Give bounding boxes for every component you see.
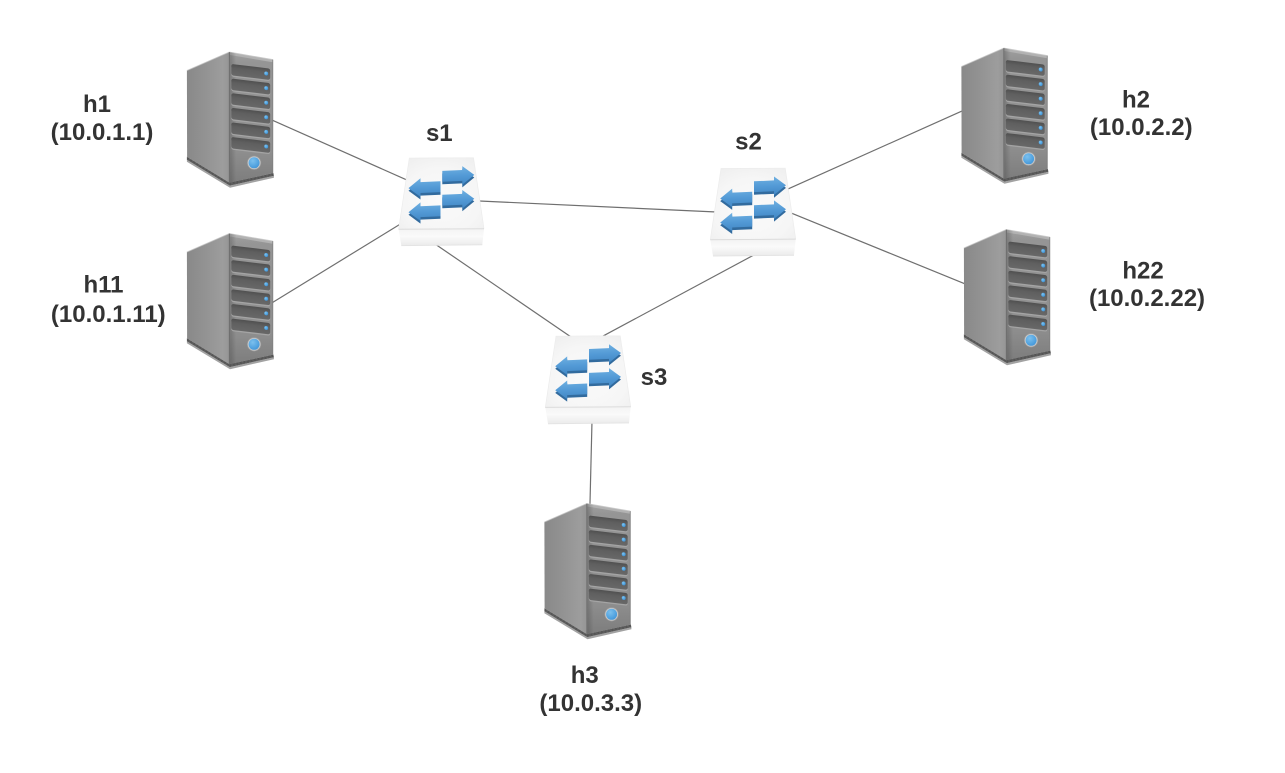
node-s1-switch-icon [398, 157, 485, 247]
node-s3-switch-icon [545, 335, 631, 425]
link-h11-s1 [269, 219, 408, 305]
link-s1-s3 [432, 242, 577, 341]
link-s1-s2 [473, 200, 723, 213]
node-h3-label-line-2: (10.0.3.3) [539, 690, 642, 717]
link-s2-s3 [599, 252, 758, 339]
node-s1-label-line-1: s1 [426, 120, 453, 147]
node-s2-switch-icon [710, 167, 796, 257]
node-h11-label-line-2: (10.0.1.11) [51, 301, 166, 328]
links-layer [267, 107, 969, 510]
labels-layer: h1(10.0.1.1) h11(10.0.1.11) h2(10.0.2.2) h2… [51, 87, 1205, 718]
node-s2-label-line-1: s2 [735, 129, 762, 156]
node-s3-label-line-1: s3 [641, 364, 668, 391]
node-h3-host-icon [544, 503, 632, 640]
node-h22-label-line-2: (10.0.2.22) [1089, 285, 1205, 312]
node-h1-label-line-2: (10.0.1.1) [51, 119, 154, 146]
node-h3-label-line-1: h3 [571, 662, 599, 689]
node-h2-host-icon [961, 47, 1049, 185]
node-h1-label-line-1: h1 [83, 91, 111, 118]
link-s3-h3 [589, 414, 593, 510]
node-h2-label-line-2: (10.0.2.2) [1090, 114, 1193, 141]
nodes-layer [186, 47, 1051, 640]
node-h11-host-icon [186, 233, 274, 370]
link-s2-h2 [782, 107, 968, 193]
node-h1-host-icon [186, 51, 274, 189]
node-h22-label-line-1: h22 [1122, 258, 1163, 285]
node-h22-host-icon [963, 229, 1051, 366]
node-h11-label-line-1: h11 [83, 272, 123, 299]
link-s2-h22 [785, 210, 969, 286]
node-h2-label-line-1: h2 [1122, 87, 1150, 114]
link-h1-s1 [267, 117, 414, 184]
